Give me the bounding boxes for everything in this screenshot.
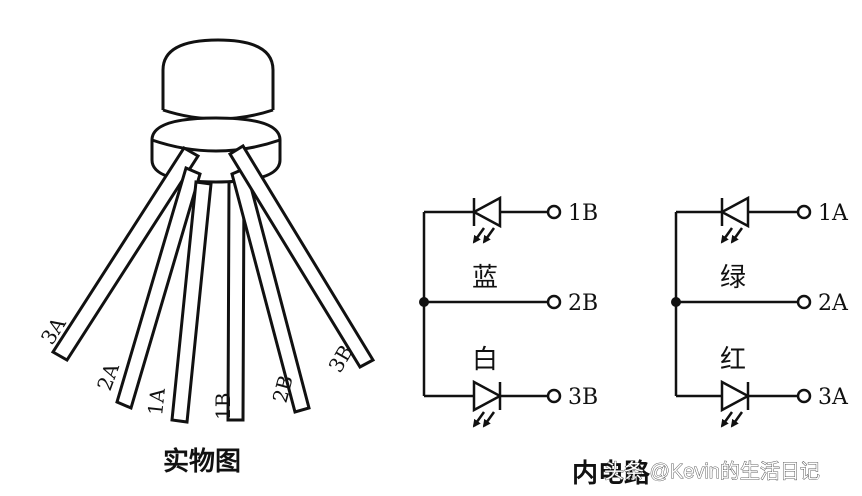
physical-caption: 实物图 (163, 446, 241, 477)
led-body (150, 38, 282, 184)
terminal-2A (796, 294, 812, 310)
diode-green (719, 195, 750, 229)
diode-blue (471, 195, 502, 229)
terminal-3A (796, 388, 812, 404)
color-blue-label: 蓝 (472, 263, 498, 293)
right-junction (671, 297, 681, 307)
pin-3B (227, 143, 376, 369)
watermark: 头条 @Kevin的生活日记 (604, 460, 820, 483)
internal-caption: 内电路 (572, 458, 651, 489)
color-green-label: 绿 (720, 263, 746, 293)
pin-2A (115, 165, 202, 411)
terminal-2B (546, 294, 562, 310)
diode-white (472, 379, 503, 413)
led-dome (161, 38, 275, 110)
diode-red (720, 379, 751, 413)
pin-3B-label: 3B (568, 385, 598, 410)
led-pins (50, 143, 376, 424)
pin-label-1B: 1B (211, 393, 235, 420)
pin-1A-label: 1A (818, 201, 849, 226)
pin-label-1A: 1A (143, 386, 170, 416)
terminal-1A (796, 204, 812, 220)
right-circuit (674, 195, 798, 428)
left-circuit (422, 195, 548, 428)
left-junction (419, 297, 429, 307)
pin-2A-label: 2A (818, 291, 849, 316)
pin-1B-label: 1B (568, 201, 598, 226)
pin-2B-label: 2B (568, 291, 598, 316)
color-red-label: 红 (720, 345, 746, 375)
pin-3A-label: 3A (818, 385, 849, 410)
terminal-1B (546, 204, 562, 220)
pin-1A (170, 180, 213, 424)
led-flange-edge (151, 138, 281, 153)
pin-label-2A: 2A (92, 359, 124, 393)
terminal-3B (546, 388, 562, 404)
color-white-label: 白 (472, 345, 498, 375)
pin-3A (50, 145, 201, 363)
